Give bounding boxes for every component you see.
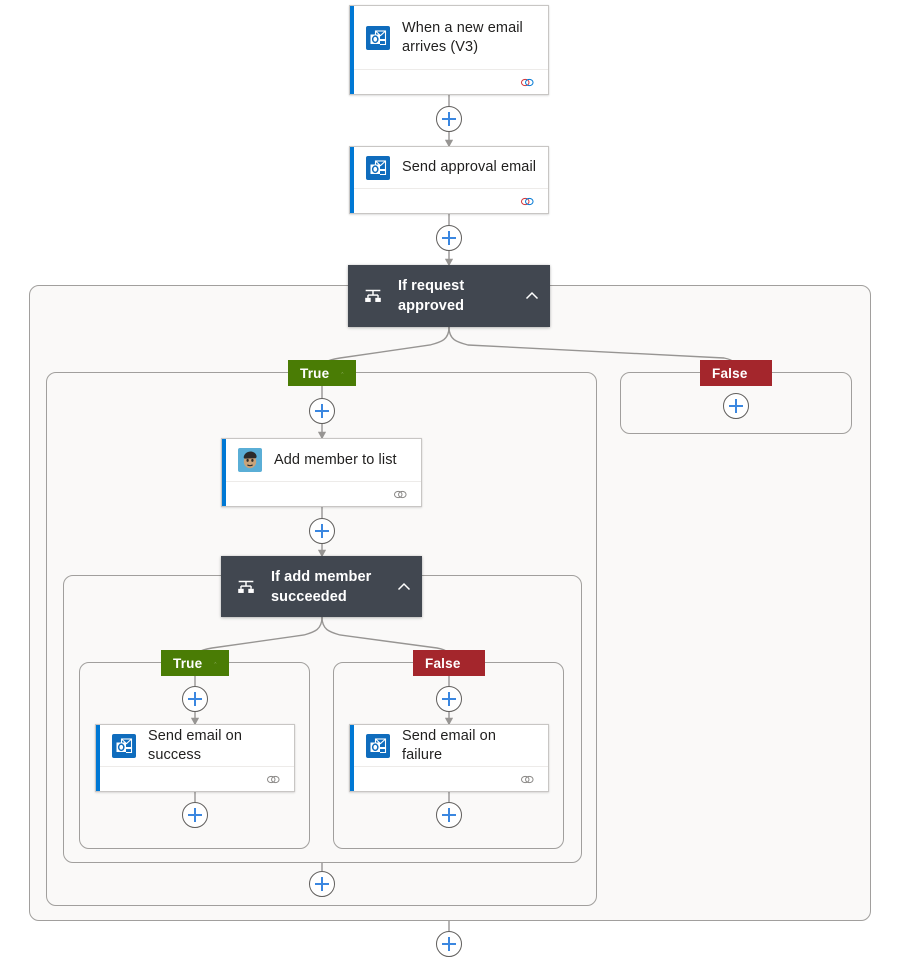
card-header: Send email on failure (350, 725, 548, 766)
card-accent-bar (222, 439, 226, 506)
connection-link-icon[interactable] (520, 195, 535, 208)
add-step-button-before-add-member[interactable] (309, 398, 335, 424)
card-accent-bar (350, 6, 354, 94)
card-title: Add member to list (274, 451, 397, 468)
outlook-icon (366, 733, 390, 758)
condition-title: If add member succeeded (271, 568, 372, 605)
mailchimp-icon (238, 448, 262, 472)
card-footer (350, 69, 548, 94)
branch-badge-false-inner[interactable]: False (413, 650, 485, 676)
add-step-button-before-send-failure[interactable] (436, 686, 462, 712)
branch-badge-true-inner[interactable]: True (161, 650, 229, 676)
add-step-button-after-send-approval[interactable] (436, 225, 462, 251)
card-title: Send email on success (148, 727, 242, 763)
action-card-add-member-to-list[interactable]: Add member to list (221, 438, 422, 507)
branch-badge-true-outer[interactable]: True (288, 360, 356, 386)
outlook-icon (366, 25, 390, 50)
card-title: Send approval email (402, 159, 537, 175)
action-card-trigger[interactable]: When a new email arrives (V3) (349, 5, 549, 95)
card-footer (96, 766, 294, 791)
card-accent-bar (96, 725, 100, 791)
chevron-up-icon[interactable] (396, 579, 412, 595)
add-step-button-after-outer-condition[interactable] (436, 931, 462, 957)
outlook-icon (366, 155, 390, 180)
add-step-button-after-trigger[interactable] (436, 106, 462, 132)
card-accent-bar (350, 147, 354, 213)
action-card-send-email-on-success[interactable]: Send email on success (95, 724, 295, 792)
card-header: Send email on success (96, 725, 294, 766)
condition-icon (365, 289, 381, 302)
connection-link-icon[interactable] (266, 773, 281, 786)
action-card-send-approval-email[interactable]: Send approval email (349, 146, 549, 214)
card-header: When a new email arrives (V3) (350, 6, 548, 69)
card-header: Add member to list (222, 439, 421, 481)
add-step-button-after-add-member[interactable] (309, 518, 335, 544)
card-title: Send email on failure (402, 727, 496, 763)
connection-link-icon[interactable] (393, 488, 408, 501)
condition-title: If request approved (398, 278, 465, 314)
connection-link-icon[interactable] (520, 76, 535, 89)
card-accent-bar (350, 725, 354, 791)
branch-label: True (300, 365, 330, 381)
chevron-up-icon[interactable] (214, 656, 217, 670)
condition-node-if-request-approved[interactable]: If request approved (348, 265, 550, 327)
card-footer (222, 481, 421, 506)
branch-badge-false-outer[interactable]: False (700, 360, 772, 386)
branch-label: False (712, 365, 748, 381)
card-title: When a new email arrives (V3) (402, 19, 523, 55)
outlook-icon (112, 733, 136, 758)
add-step-button-after-send-success[interactable] (182, 802, 208, 828)
add-step-button-after-inner-condition[interactable] (309, 871, 335, 897)
branch-label: True (173, 655, 203, 671)
branch-label: False (425, 655, 461, 671)
add-step-button-after-send-failure[interactable] (436, 802, 462, 828)
action-card-send-email-on-failure[interactable]: Send email on failure (349, 724, 549, 792)
add-step-button-before-send-success[interactable] (182, 686, 208, 712)
card-footer (350, 766, 548, 791)
condition-icon (238, 580, 254, 593)
card-header: Send approval email (350, 147, 548, 188)
condition-node-if-add-member-succeeded[interactable]: If add member succeeded (221, 556, 422, 617)
connection-link-icon[interactable] (520, 773, 535, 786)
chevron-up-icon[interactable] (524, 288, 540, 304)
add-step-button-false-branch-outer[interactable] (723, 393, 749, 419)
card-footer (350, 188, 548, 213)
chevron-up-icon[interactable] (341, 366, 344, 380)
